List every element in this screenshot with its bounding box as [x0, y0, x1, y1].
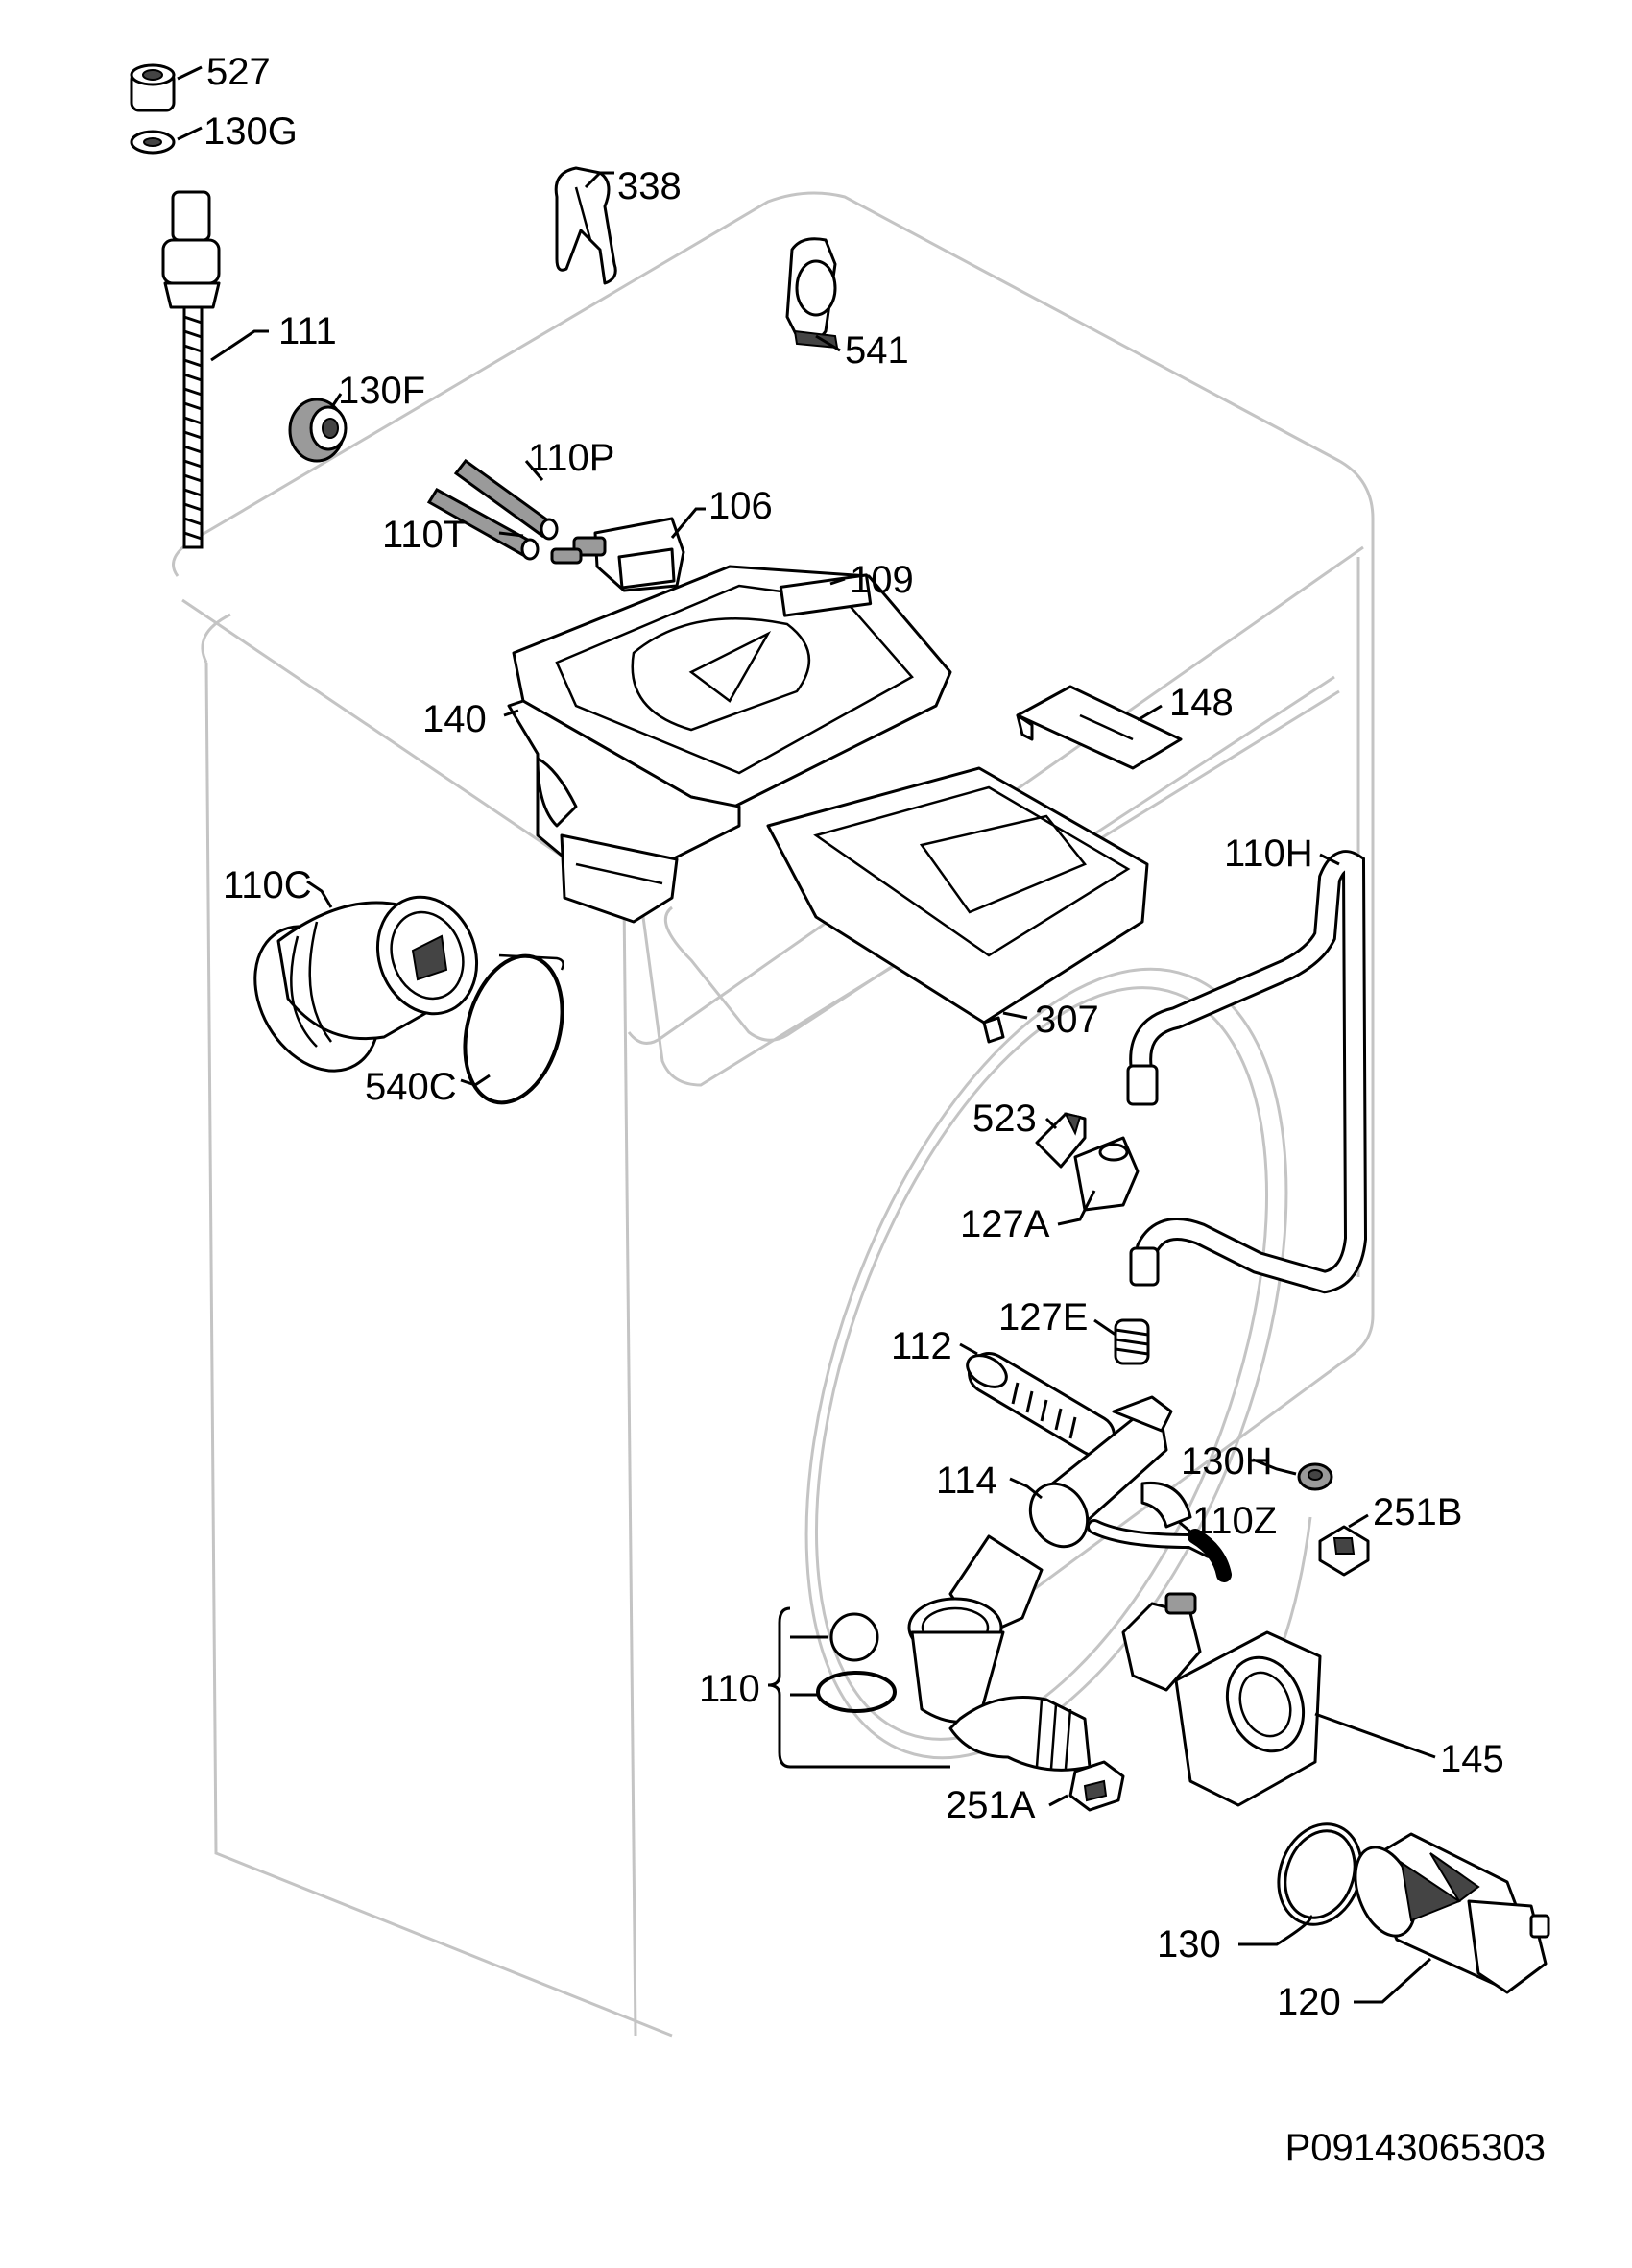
label-527: 527: [206, 51, 271, 93]
part-148-cover: [1016, 685, 1183, 770]
label-251b: 251B: [1373, 1491, 1462, 1533]
label-541: 541: [845, 329, 909, 372]
part-140-dispenser-bottom: [507, 699, 741, 924]
label-110z: 110Z: [1192, 1500, 1277, 1542]
label-114: 114: [936, 1460, 997, 1502]
part-110-sump-hose: [907, 1534, 1092, 1772]
part-251b-clip: [1318, 1525, 1370, 1577]
part-145-pump: [1121, 1592, 1322, 1807]
label-251a: 251A: [946, 1784, 1036, 1826]
leader-lines: [177, 65, 1436, 2004]
label-127a: 127A: [960, 1203, 1050, 1245]
part-130g-washer: [130, 130, 176, 155]
bracket-110: [767, 1606, 791, 1769]
label-110p: 110P: [528, 437, 614, 479]
part-110p-tube: [453, 458, 559, 541]
part-111-inlet-hose: [161, 190, 221, 549]
part-109-dispenser-top: [512, 565, 952, 808]
label-106: 106: [708, 485, 773, 527]
label-523: 523: [972, 1098, 1037, 1140]
part-110-ball: [829, 1612, 879, 1662]
part-120-filter: [1354, 1832, 1550, 1994]
part-527-nut: [130, 63, 176, 112]
drawing-code: P09143065303: [1285, 2127, 1546, 2169]
part-523-clip: [1035, 1112, 1087, 1169]
label-140: 140: [422, 698, 487, 740]
part-540c-clamp: [463, 953, 564, 1105]
label-540c: 540C: [365, 1066, 457, 1108]
part-130-seal: [1277, 1822, 1363, 1926]
label-110t: 110T: [382, 514, 467, 556]
label-338: 338: [617, 165, 682, 207]
label-130f: 130F: [338, 370, 425, 412]
label-110c: 110C: [223, 864, 312, 906]
label-110: 110: [699, 1668, 760, 1710]
label-120: 120: [1277, 1981, 1341, 2023]
part-127a-clip: [1073, 1136, 1140, 1212]
part-307-drawer: [766, 766, 1149, 1044]
label-307: 307: [1035, 999, 1099, 1041]
part-541-bracket: [785, 237, 839, 350]
label-109: 109: [850, 559, 914, 601]
label-111: 111: [278, 310, 337, 352]
part-106-valve: [550, 517, 685, 592]
label-127e: 127E: [998, 1296, 1088, 1339]
part-110c-bellows: [253, 895, 479, 1073]
part-112-drain-hose: [966, 1352, 1116, 1457]
part-127e-spring: [1114, 1318, 1150, 1365]
part-338-hose-guide: [554, 166, 617, 285]
part-251a-clip: [1068, 1760, 1125, 1812]
label-145: 145: [1440, 1738, 1504, 1780]
label-110h: 110H: [1224, 832, 1313, 875]
label-130: 130: [1157, 1923, 1221, 1966]
label-112: 112: [891, 1325, 952, 1367]
label-130h: 130H: [1181, 1440, 1273, 1483]
label-130g: 130G: [204, 110, 298, 153]
part-130f-grommet: [288, 398, 348, 463]
label-148: 148: [1169, 682, 1234, 724]
part-110h-hose: [1126, 850, 1368, 1294]
part-labels: 527 130G 338 111 541 130F 110P 106 110T …: [204, 51, 1504, 2023]
part-114-pipe: [1028, 1395, 1192, 1549]
part-110z-hose: [1087, 1519, 1232, 1582]
part-130h-grommet: [1297, 1462, 1333, 1491]
part-110-ring: [816, 1671, 897, 1713]
part-110t-tube: [426, 487, 540, 561]
